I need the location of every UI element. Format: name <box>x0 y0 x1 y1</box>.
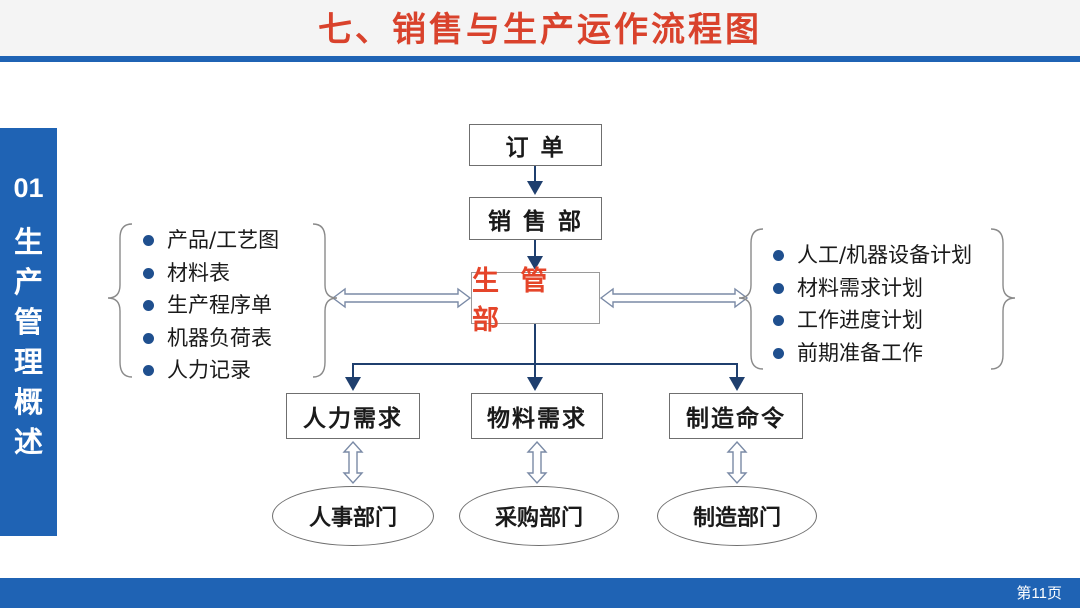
right-output-list: 人工/机器设备计划 材料需求计划 工作进度计划 前期准备工作 <box>773 239 972 369</box>
list-item: 材料表 <box>143 257 279 290</box>
material-demand-node: 物料需求 <box>471 393 603 439</box>
list-item: 人工/机器设备计划 <box>773 239 972 272</box>
arrow-to-manufacturing <box>535 363 745 391</box>
hollow-arrow-left <box>331 287 472 309</box>
manpower-demand-node: 人力需求 <box>286 393 420 439</box>
right-brace <box>738 228 1016 370</box>
hollow-arrow-hr <box>342 440 364 485</box>
list-item: 生产程序单 <box>143 289 279 322</box>
section-label: 生产管理概述 <box>13 225 43 459</box>
hollow-arrow-right <box>599 287 749 309</box>
production-mgmt-node: 生 管 部 <box>471 266 600 336</box>
title-underline <box>0 56 1080 62</box>
left-input-list: 产品/工艺图 材料表 生产程序单 机器负荷表 人力记录 <box>143 224 279 387</box>
footer-bar <box>0 578 1080 608</box>
title-bar <box>0 0 1080 62</box>
order-node: 订 单 <box>469 124 602 166</box>
list-item: 工作进度计划 <box>773 304 972 337</box>
hollow-arrow-purchasing <box>526 440 548 485</box>
purchasing-dept-node: 采购部门 <box>459 486 619 546</box>
arrow-to-manpower <box>345 363 535 391</box>
section-tab <box>0 128 57 536</box>
sales-node: 销 售 部 <box>469 197 602 240</box>
hr-dept-node: 人事部门 <box>272 486 434 546</box>
page-number: 第11页 <box>1016 585 1062 602</box>
list-item: 人力记录 <box>143 354 279 387</box>
list-item: 产品/工艺图 <box>143 224 279 257</box>
list-item: 前期准备工作 <box>773 337 972 370</box>
page-title: 七、销售与生产运作流程图 <box>318 10 762 50</box>
hollow-arrow-manufacturing <box>726 440 748 485</box>
manufacturing-order-node: 制造命令 <box>669 393 803 439</box>
list-item: 材料需求计划 <box>773 272 972 305</box>
manufacturing-dept-node: 制造部门 <box>657 486 817 546</box>
left-brace <box>107 223 338 378</box>
list-item: 机器负荷表 <box>143 322 279 355</box>
section-number: 01 <box>13 173 44 203</box>
